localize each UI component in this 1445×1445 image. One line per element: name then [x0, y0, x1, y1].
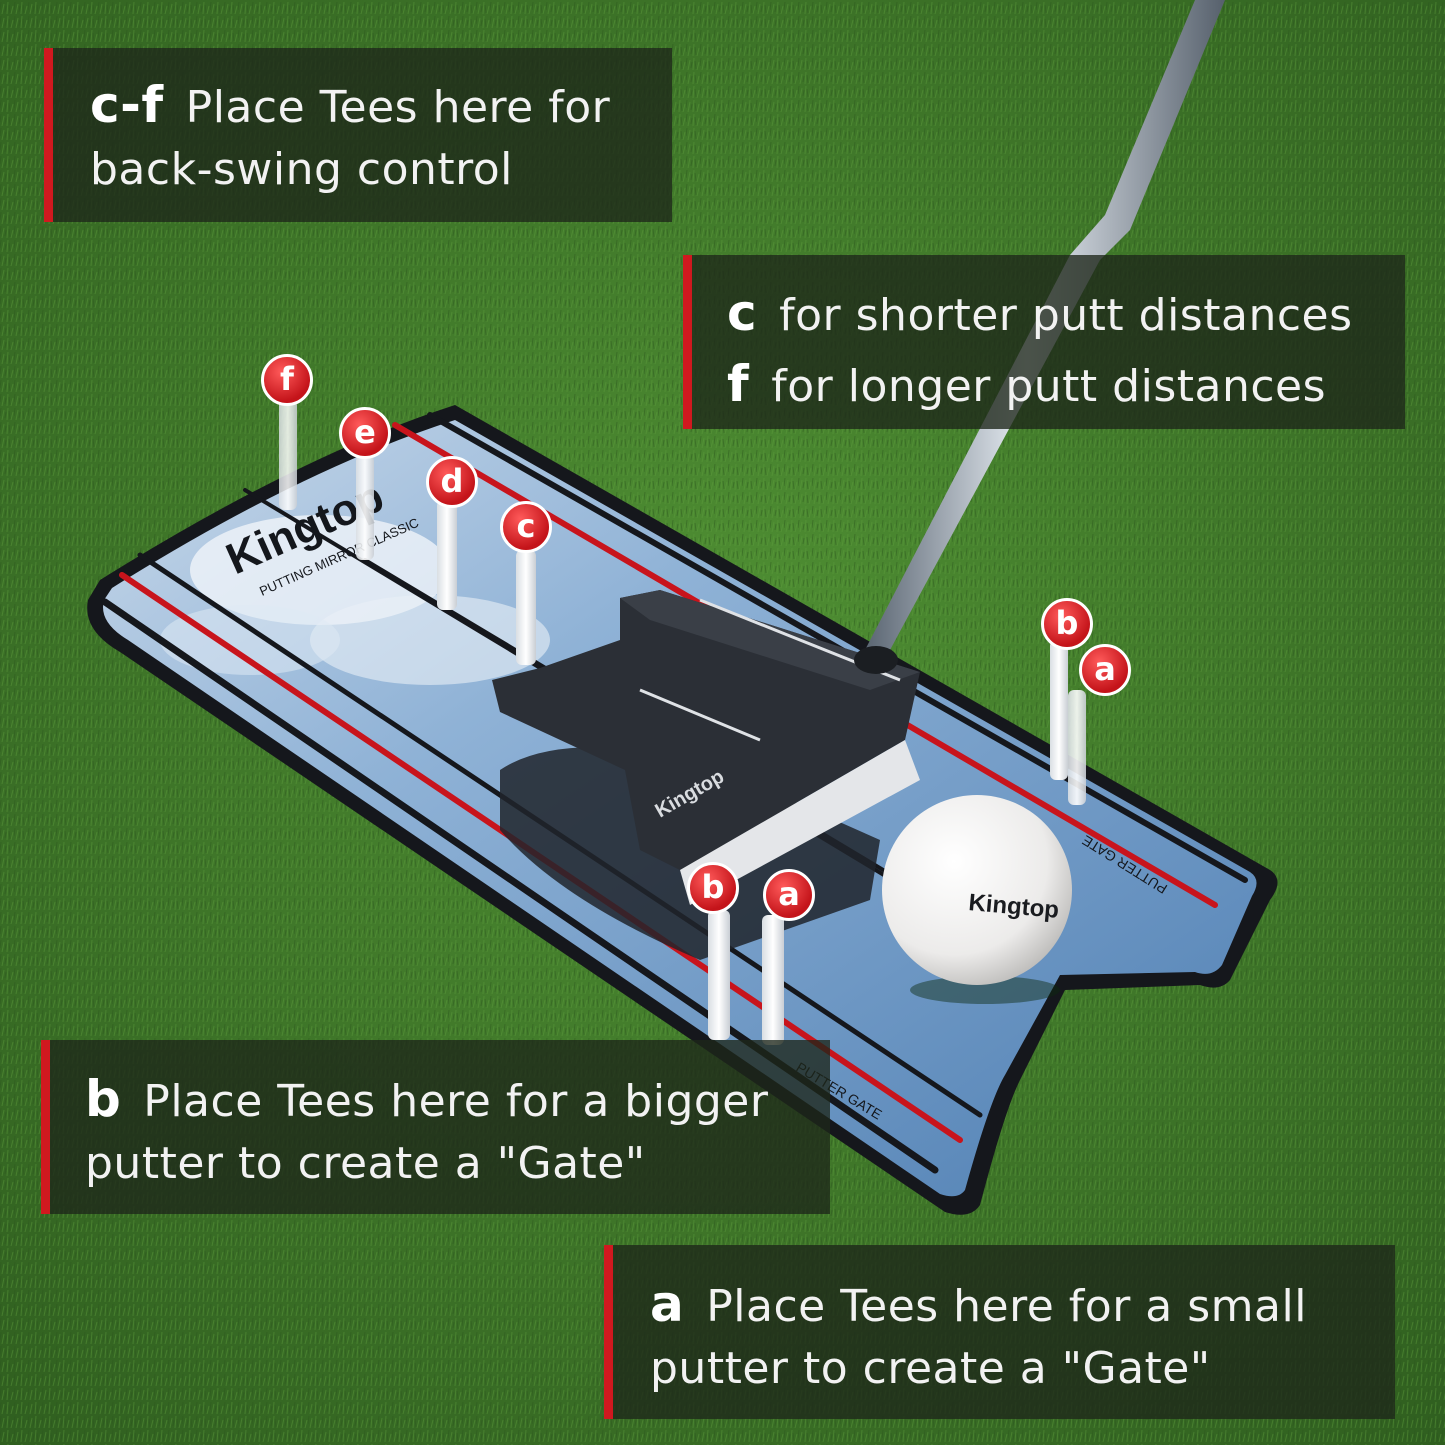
tee-a-right [1068, 690, 1086, 805]
callout-distances: c for shorter putt distances f for longer … [683, 255, 1405, 429]
tee-e [356, 455, 374, 560]
callout-key: c-f [90, 76, 164, 134]
callout-text: Place Tees here for a small [706, 1281, 1307, 1332]
tee-d [437, 500, 457, 610]
tee-label-d: d [426, 456, 478, 508]
tee-c [516, 550, 536, 665]
callout-key: c [727, 284, 758, 342]
callout-accent-bar [41, 1040, 50, 1214]
callout-text: Place Tees here for [185, 82, 611, 133]
tee-label-a-front: a [763, 869, 815, 921]
tee-label-f: f [261, 354, 313, 406]
tee-a-front [762, 915, 784, 1045]
callout-text: for longer putt distances [771, 361, 1327, 412]
putter-head: Kingtop [492, 590, 920, 905]
callout-line: a Place Tees here for a small [650, 1273, 1395, 1338]
callout-accent-bar [44, 48, 53, 222]
callout-text: back-swing control [90, 144, 513, 195]
callout-accent-bar [604, 1245, 613, 1419]
tee-b-right [1050, 640, 1068, 780]
tee-label-b-right: b [1041, 598, 1093, 650]
callout-key: a [650, 1275, 685, 1333]
callout-b: b Place Tees here for a bigger putter to … [41, 1040, 830, 1214]
callout-line: c-f Place Tees here for [90, 74, 672, 139]
tee-label-c: c [500, 501, 552, 553]
callout-a: a Place Tees here for a small putter to c… [604, 1245, 1395, 1419]
callout-key: b [85, 1070, 122, 1128]
tees [279, 400, 1086, 1045]
callout-accent-bar [683, 255, 692, 429]
tee-label-b-front: b [687, 862, 739, 914]
tee-label-a-right: a [1079, 644, 1131, 696]
callout-text: Place Tees here for a bigger [143, 1076, 769, 1127]
tee-label-e: e [339, 407, 391, 459]
tee-b-front [708, 910, 730, 1040]
callout-cf: c-f Place Tees here for back-swing contro… [44, 48, 672, 222]
callout-line: c for shorter putt distances [727, 279, 1405, 350]
callout-line: f for longer putt distances [727, 350, 1405, 421]
tee-f [279, 400, 297, 510]
callout-line: b Place Tees here for a bigger [85, 1068, 830, 1133]
callout-text: for shorter putt distances [779, 290, 1353, 341]
callout-text: putter to create a "Gate" [650, 1343, 1211, 1394]
callout-text: putter to create a "Gate" [85, 1138, 646, 1189]
golf-ball: Kingtop [882, 795, 1072, 1004]
cloud-reflection [310, 595, 550, 685]
callout-key: f [727, 355, 750, 413]
cloud-reflection [190, 515, 450, 625]
